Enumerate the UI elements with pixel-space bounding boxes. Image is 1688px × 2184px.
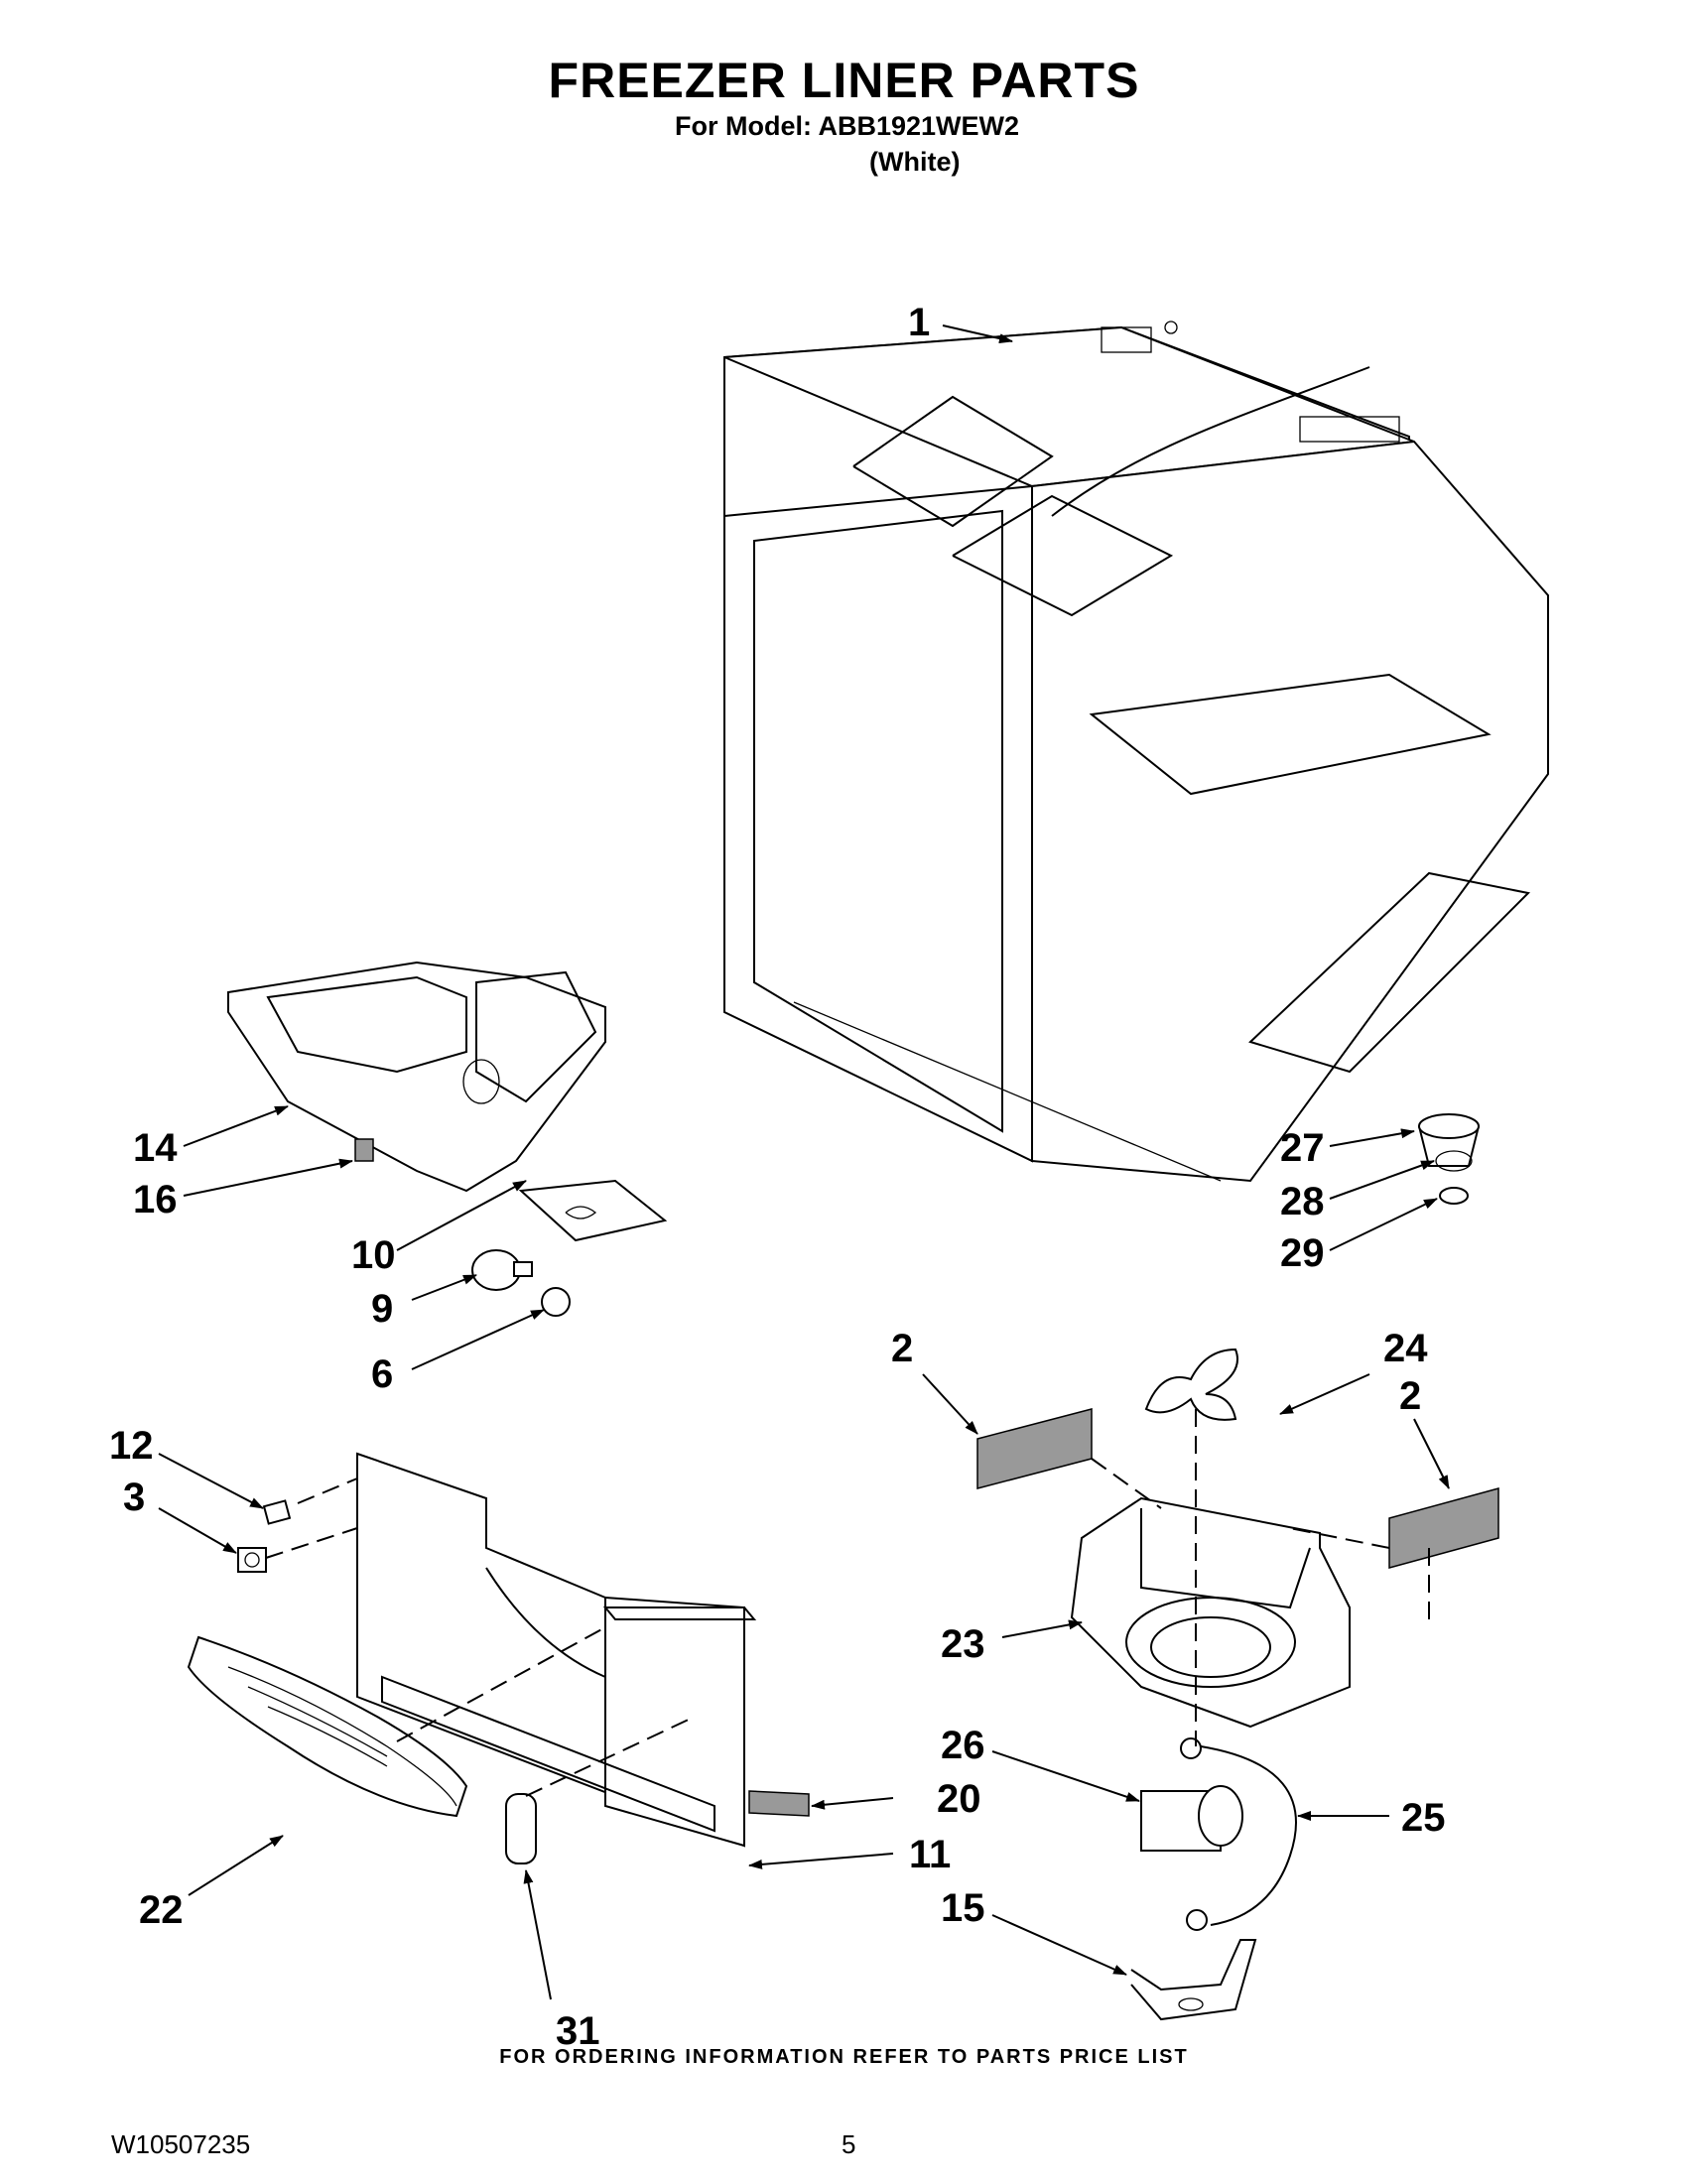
fan-shroud-part (1070, 1496, 1351, 1729)
fan-motor-part (1140, 1737, 1297, 1931)
callout-31: 31 (556, 2009, 600, 2053)
callout-27: 27 (1280, 1126, 1325, 1170)
color-line: (White) (869, 147, 961, 177)
callout-11: 11 (909, 1833, 951, 1876)
callout-25: 25 (1401, 1796, 1446, 1840)
callout-3: 3 (123, 1476, 145, 1519)
motor-bracket-part (1130, 1939, 1257, 2021)
document-number: W10507235 (111, 2129, 251, 2159)
callout-22: 22 (139, 1888, 184, 1932)
callout-29: 29 (1280, 1231, 1325, 1275)
freezer-liner-part (723, 321, 1549, 1183)
callout-23: 23 (941, 1622, 985, 1666)
leader-arrows (158, 324, 1450, 2000)
evaporator-cover-part (356, 1452, 810, 1848)
assembly-lines (265, 1409, 1430, 1797)
fan-blade-part (1144, 1348, 1238, 1421)
callout-26: 26 (941, 1724, 985, 1767)
callout-28: 28 (1280, 1180, 1325, 1223)
callout-6: 6 (371, 1352, 393, 1396)
callout-labels: 1 14 16 10 9 6 27 28 29 2 24 2 12 3 23 2… (109, 301, 1446, 2053)
light-housing-part (227, 961, 668, 1242)
page-title: FREEZER LINER PARTS (548, 53, 1140, 108)
callout-20: 20 (937, 1777, 981, 1821)
callout-1: 1 (908, 301, 930, 344)
callout-10: 10 (351, 1233, 396, 1277)
model-line: For Model: ABB1921WEW2 (675, 111, 1020, 141)
callout-2-left: 2 (891, 1327, 913, 1370)
drain-parts (1417, 1113, 1481, 1205)
air-grille-part (187, 1635, 468, 1818)
ordering-note: FOR ORDERING INFORMATION REFER TO PARTS … (499, 2046, 1189, 2068)
bulb-part (471, 1249, 571, 1317)
fasteners (237, 1499, 292, 1573)
sensor-part (505, 1793, 537, 1864)
callout-9: 9 (371, 1287, 393, 1331)
callout-12: 12 (109, 1424, 154, 1468)
page-number: 5 (842, 2129, 856, 2159)
callout-15: 15 (941, 1886, 985, 1930)
callout-2-right: 2 (1399, 1374, 1421, 1418)
callout-24: 24 (1383, 1327, 1428, 1370)
callout-16: 16 (133, 1178, 178, 1221)
callout-14: 14 (133, 1126, 178, 1170)
